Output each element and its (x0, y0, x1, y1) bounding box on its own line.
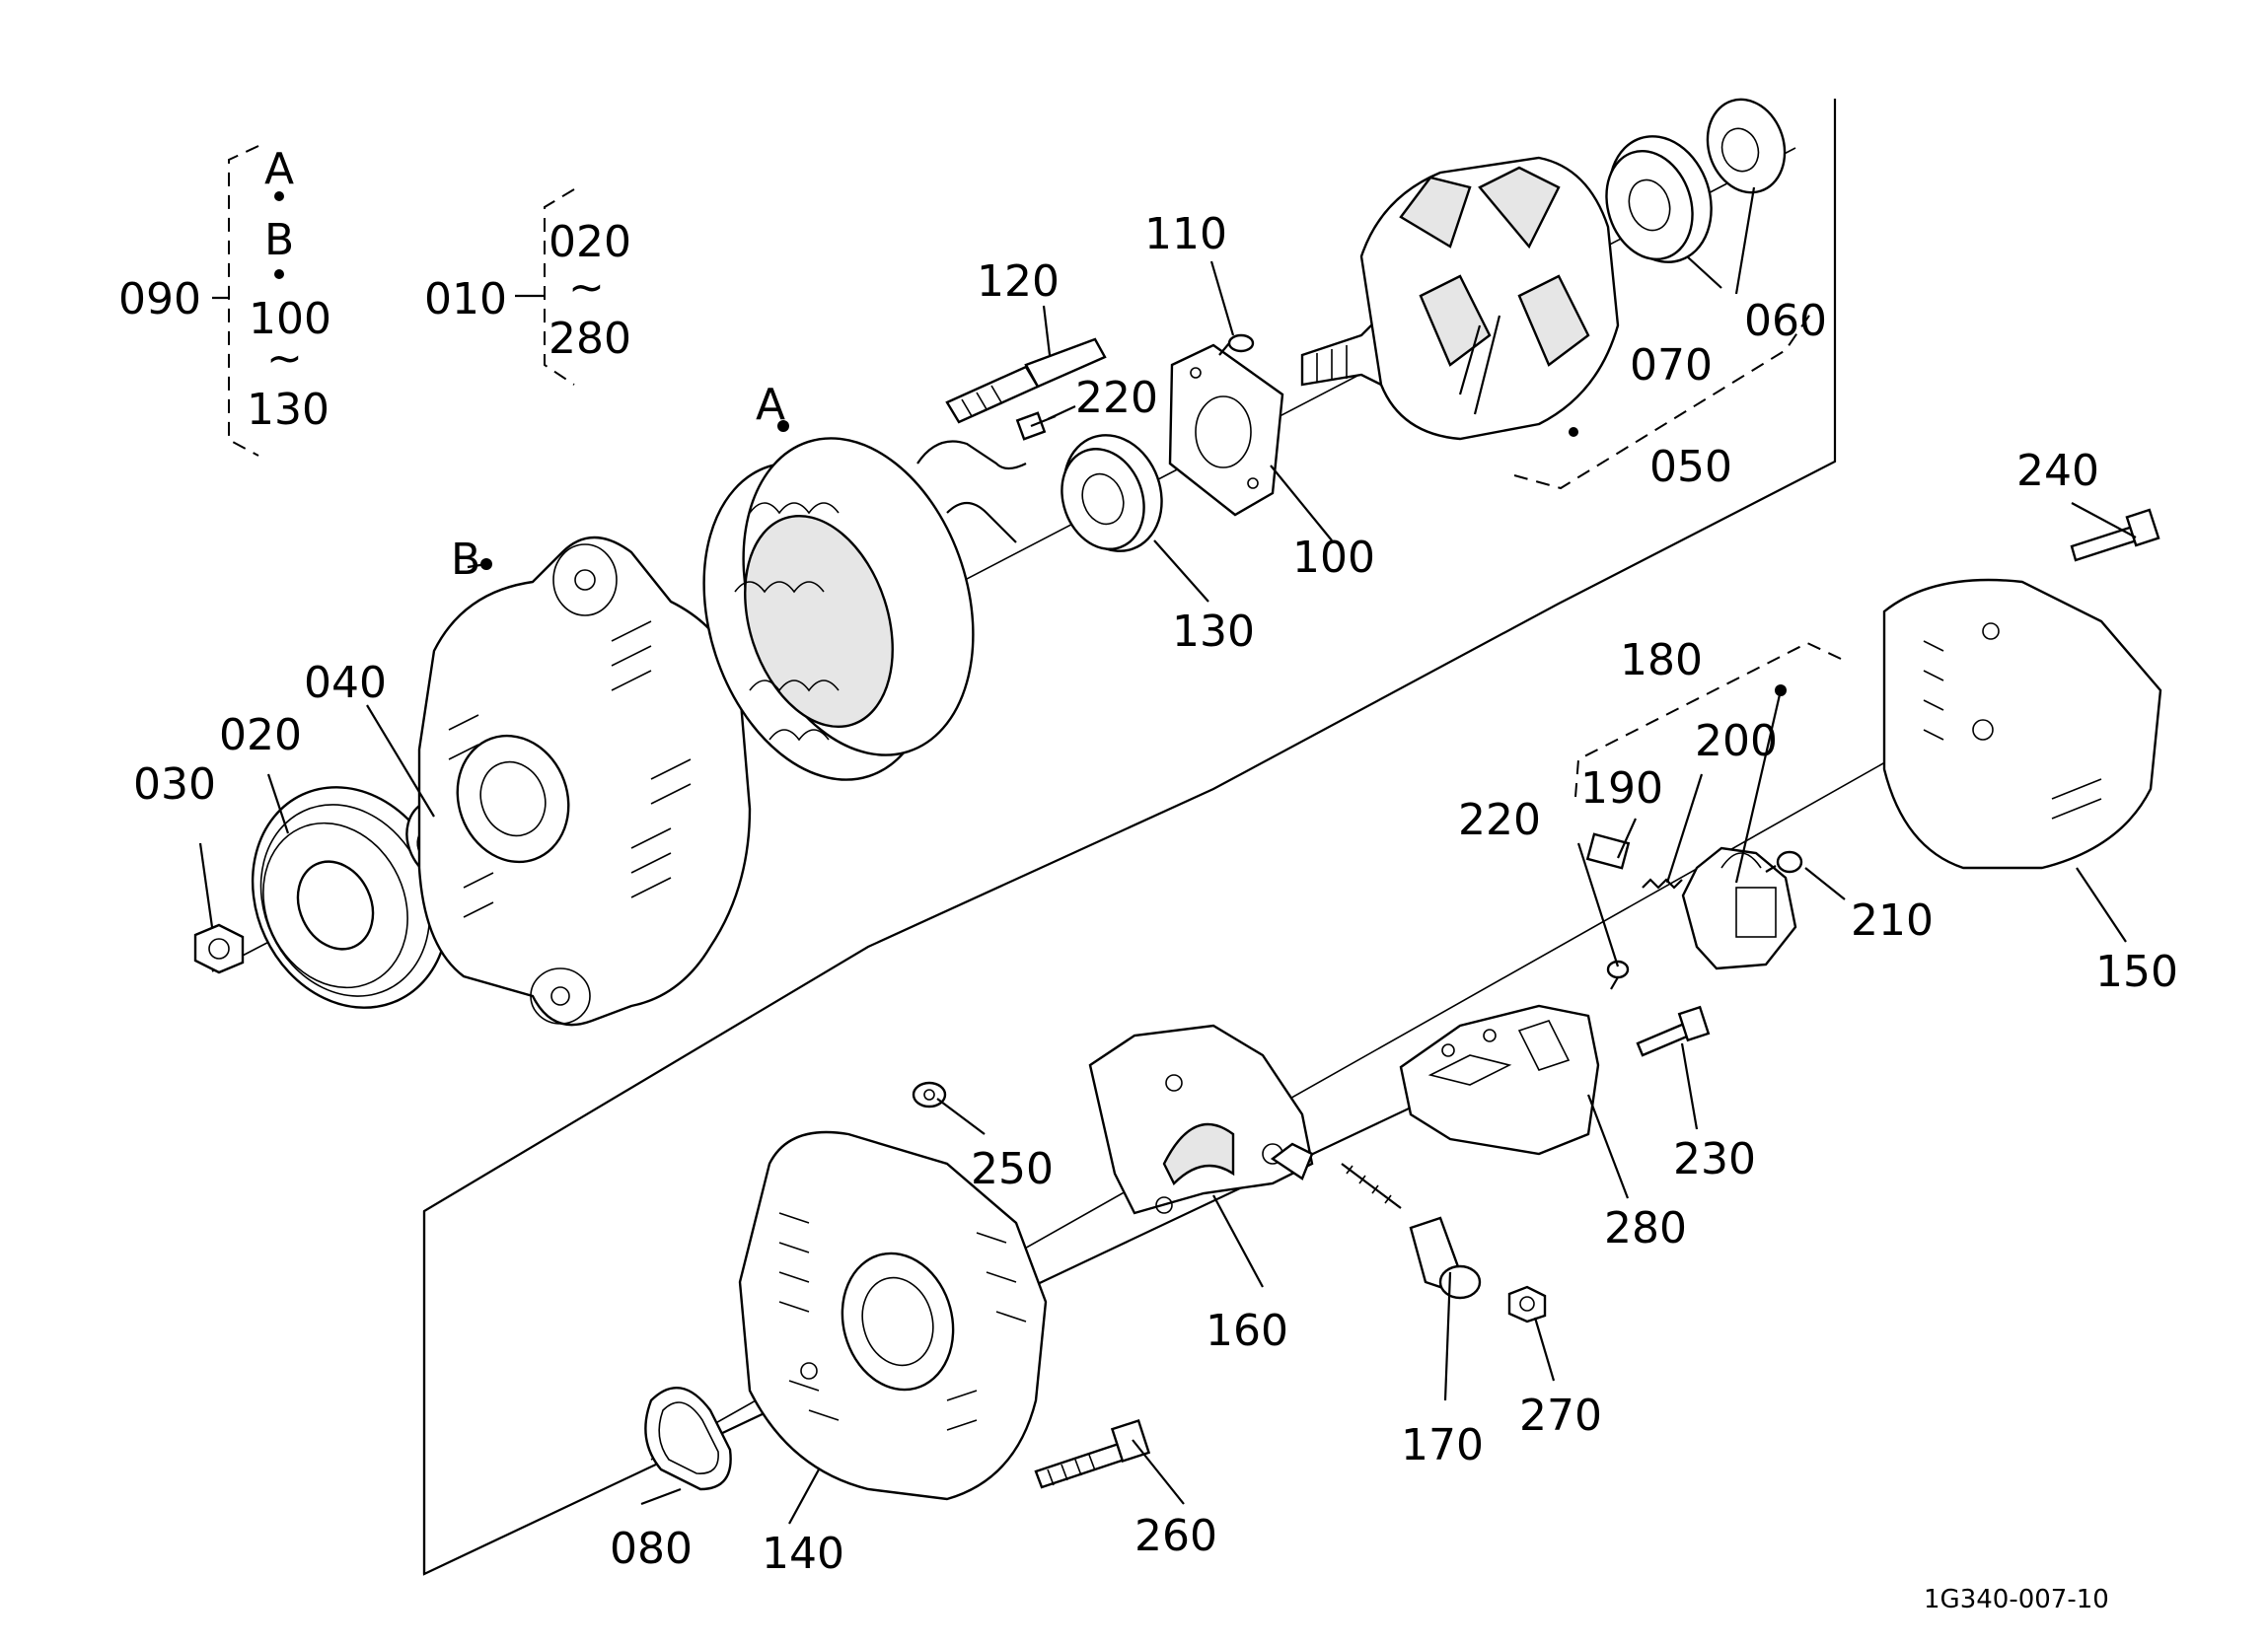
part-b-drive-end-frame (417, 536, 752, 1027)
callout-050: 050 (1649, 442, 1732, 492)
callout-140: 140 (762, 1529, 844, 1579)
part-150-rear-cover (1882, 578, 2162, 870)
group-090-item-100: 100 (249, 294, 331, 344)
part-270-nut (1507, 1285, 1547, 1324)
part-230-bolt (1636, 1005, 1711, 1057)
part-130-bearing (1061, 434, 1163, 552)
callout-170: 170 (1401, 1420, 1484, 1470)
group-010-item-280: 280 (549, 314, 631, 364)
part-170-terminal (1341, 1163, 1482, 1300)
part-110-screw (1218, 333, 1255, 356)
callout-150: 150 (2095, 947, 2178, 997)
part-a-stator (702, 437, 1027, 781)
callout-160: 160 (1206, 1306, 1288, 1356)
part-060-washer (1706, 98, 1787, 194)
part-030-nut (193, 923, 245, 974)
part-120-stud (945, 337, 1107, 424)
callout-240: 240 (2016, 446, 2099, 496)
group-180-bracket (1574, 641, 1842, 798)
callout-020: 020 (219, 710, 302, 760)
part-220-upper-screw (1015, 411, 1057, 441)
group-010-item-020: 020 (549, 217, 631, 267)
part-240-bolt (2070, 508, 2160, 562)
part-260-bolt (1034, 1418, 1151, 1489)
group-010-tilde: ~ (568, 262, 605, 313)
part-280-regulator (1399, 1004, 1600, 1156)
callout-a: A (756, 380, 785, 430)
part-250-nut (912, 1081, 947, 1109)
part-100-plate (1168, 343, 1284, 517)
part-020-pulley (251, 786, 450, 1009)
callout-080: 080 (610, 1524, 693, 1574)
part-210-screw (1765, 850, 1803, 874)
part-070-bearing (1605, 135, 1713, 263)
callout-220-lower: 220 (1458, 795, 1541, 845)
part-190-brush (1585, 832, 1631, 870)
group-090-tilde: ~ (266, 333, 303, 384)
group-090-code: 090 (118, 274, 201, 324)
callout-110: 110 (1144, 209, 1227, 259)
callout-070: 070 (1630, 340, 1713, 391)
part-200-spring (1642, 878, 1683, 890)
group-010-code: 010 (424, 274, 507, 324)
callout-210: 210 (1851, 895, 1934, 946)
callout-270: 270 (1519, 1391, 1602, 1441)
leader-lines (198, 186, 2137, 1525)
group-090-item-b: B (264, 215, 294, 265)
group-090-bracket (212, 145, 284, 457)
callout-260: 260 (1134, 1511, 1217, 1561)
group-010-bracket (515, 188, 575, 386)
callout-250: 250 (971, 1144, 1054, 1194)
group-090-item-a: A (264, 144, 294, 194)
callout-b: B (451, 535, 480, 585)
callout-120: 120 (977, 256, 1060, 307)
group-050-bracket (1513, 309, 1814, 490)
callout-030: 030 (133, 759, 216, 810)
callout-100: 100 (1292, 533, 1375, 583)
part-160-rectifier (1088, 1024, 1314, 1215)
part-140-rear-frame (738, 1130, 1048, 1501)
part-200-brush-holder (1681, 846, 1797, 970)
part-050-rotor (1300, 156, 1620, 441)
callout-060: 060 (1744, 296, 1827, 346)
part-080-gasket (644, 1387, 732, 1491)
callout-230: 230 (1673, 1134, 1756, 1184)
drawing-reference: 1G340-007-10 (1924, 1585, 2109, 1614)
callout-280: 280 (1604, 1203, 1687, 1253)
callout-040: 040 (304, 658, 387, 708)
callout-180: 180 (1620, 635, 1703, 685)
group-090-item-130: 130 (247, 385, 329, 435)
callout-190: 190 (1580, 763, 1663, 814)
part-220-lower-screw (1606, 960, 1630, 990)
callout-200: 200 (1695, 716, 1778, 766)
callout-220-upper: 220 (1075, 373, 1158, 423)
callout-130: 130 (1172, 607, 1255, 657)
